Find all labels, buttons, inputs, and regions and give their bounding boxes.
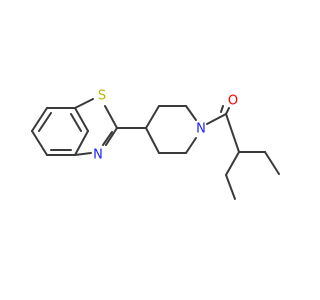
carbonyl-oxygen-label: O [228,94,238,109]
sulfur-atom-label: S [98,89,106,104]
thiazole-nitrogen-label: N [93,148,103,163]
piperidine-ring [116,105,197,154]
acyl-chain [206,105,280,200]
benzene-ring [31,107,89,156]
molecule-structure: S N N O [31,89,280,200]
molecule-canvas: S N N O [31,88,280,200]
piperidine-nitrogen-label: N [196,122,206,137]
thiazole-ring [74,98,118,156]
